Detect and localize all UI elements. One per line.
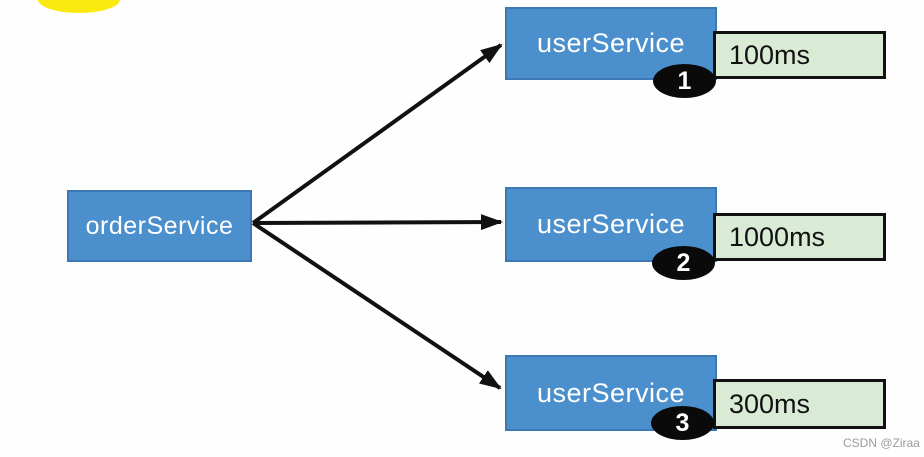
latency-value-3: 300ms <box>729 388 811 419</box>
latency-box-2: 1000ms <box>713 213 886 261</box>
arrow-to-userservice-3 <box>251 221 502 390</box>
node-userservice-3-label: userService <box>536 377 686 408</box>
badge-2-number: 2 <box>676 248 691 277</box>
node-orderservice-label: orderService <box>85 211 234 240</box>
latency-value-1: 100ms <box>729 39 811 70</box>
badge-3: 3 <box>651 406 714 440</box>
latency-value-2: 1000ms <box>729 221 826 252</box>
node-userservice-1: userService <box>505 7 717 80</box>
badge-1: 1 <box>653 64 716 98</box>
watermark: CSDN @Ziraa <box>843 436 920 450</box>
latency-box-3: 300ms <box>713 379 886 429</box>
node-orderservice: orderService <box>67 190 252 262</box>
badge-1-number: 1 <box>677 66 692 95</box>
node-userservice-2-label: userService <box>536 209 686 239</box>
arrow-to-userservice-1 <box>251 43 503 225</box>
arrow-to-userservice-2 <box>252 214 503 231</box>
badge-3-number: 3 <box>675 408 690 437</box>
node-userservice-1-label: userService <box>536 28 686 58</box>
yellow-highlight-blob <box>38 0 120 13</box>
latency-box-1: 100ms <box>713 31 886 79</box>
badge-2: 2 <box>652 246 715 280</box>
